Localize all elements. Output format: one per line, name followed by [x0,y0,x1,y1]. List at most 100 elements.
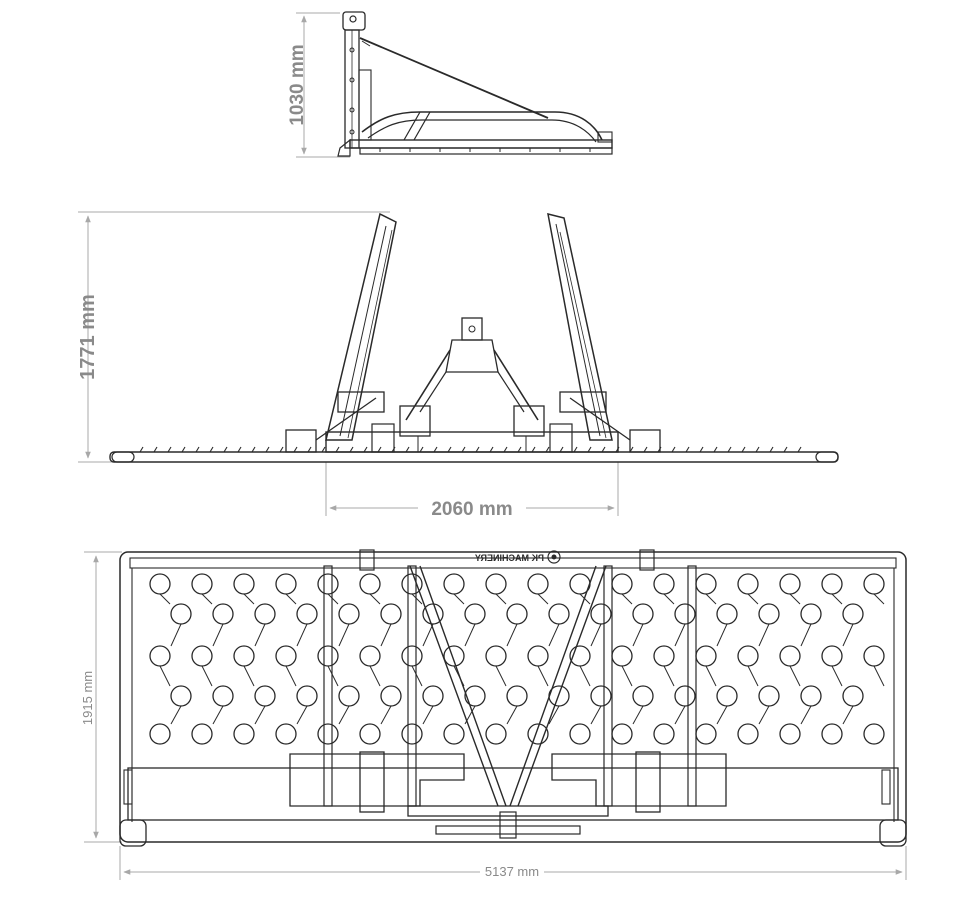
harrow-link [285,593,297,605]
harrow-ring [737,645,759,667]
harrow-ring [653,723,675,745]
harrow-link [380,705,392,725]
harrow-ring [842,603,864,625]
harrow-link [170,623,182,647]
harrow-ring [863,573,885,595]
harrow-ring [779,723,801,745]
harrow-ring [401,723,423,745]
harrow-link [747,593,759,605]
harrow-ring [191,723,213,745]
harrow-ring [590,685,612,707]
harrow-ring [779,645,801,667]
harrow-link [338,623,350,647]
harrow-link [579,665,591,687]
harrow-ring [359,645,381,667]
brand-label: PK MACHINERY [475,553,544,563]
harrow-ring [548,603,570,625]
harrow-link [632,623,644,647]
harrow-link [369,593,381,605]
harrow-ring [695,573,717,595]
harrow-ring [443,645,465,667]
harrow-link [831,593,843,605]
harrow-ring [527,645,549,667]
harrow-ring [569,723,591,745]
harrow-ring [527,573,549,595]
harrow-link [422,623,434,647]
harrow-ring [296,603,318,625]
harrow-link [548,705,560,725]
harrow-ring [233,573,255,595]
harrow-link [411,593,423,605]
harrow-link [159,593,171,605]
harrow-link [548,623,560,647]
side-view: 1030 mm [287,11,613,158]
harrow-link [243,665,255,687]
harrow-ring [233,645,255,667]
harrow-link [422,705,434,725]
harrow-link [716,705,728,725]
harrow-ring [842,685,864,707]
harrow-ring [695,723,717,745]
harrow-ring [674,685,696,707]
harrow-link [674,623,686,647]
harrow-ring [443,723,465,745]
harrow-link [590,705,602,725]
harrow-link [201,665,213,687]
harrow-ring [254,603,276,625]
harrow-link [411,665,423,687]
harrow-ring [737,723,759,745]
harrow-ring [443,573,465,595]
harrow-link [747,665,759,687]
harrow-link [327,665,339,687]
harrow-ring [779,573,801,595]
harrow-link [621,665,633,687]
harrow-link [800,623,812,647]
harrow-ring [674,603,696,625]
harrow-ring [821,645,843,667]
top-width-label: 5137 mm [485,864,539,879]
harrow-ring [359,573,381,595]
harrow-link [159,665,171,687]
harrow-ring [758,603,780,625]
harrow-link [789,593,801,605]
harrow-ring [632,603,654,625]
harrow-ring [821,573,843,595]
harrow-link [506,623,518,647]
harrow-ring [716,685,738,707]
harrow-link [705,593,717,605]
harrow-ring [380,685,402,707]
harrow-link [212,623,224,647]
harrow-link [800,705,812,725]
harrow-link [254,623,266,647]
harrow-link [537,665,549,687]
harrow-link [285,665,297,687]
harrow-link [663,665,675,687]
harrow-ring [149,723,171,745]
harrow-ring [422,685,444,707]
harrow-link [201,593,213,605]
harrow-ring [296,685,318,707]
harrow-ring [317,723,339,745]
harrow-ring [800,603,822,625]
harrow-link [453,593,465,605]
harrow-link [621,593,633,605]
harrow-ring [506,603,528,625]
harrow-ring [191,573,213,595]
harrow-ring [611,573,633,595]
harrow-ring [401,645,423,667]
harrow-ring [338,603,360,625]
harrow-link [842,705,854,725]
harrow-link [464,623,476,647]
harrow-link [590,623,602,647]
harrow-ring [275,573,297,595]
harrow-link [327,593,339,605]
brand-logo: PK MACHINERY [475,550,561,564]
harrow-ring [464,685,486,707]
harrow-link [537,593,549,605]
harrow-ring [485,573,507,595]
harrow-ring [275,723,297,745]
harrow-ring [317,573,339,595]
harrow-link [254,705,266,725]
harrow-link [495,665,507,687]
